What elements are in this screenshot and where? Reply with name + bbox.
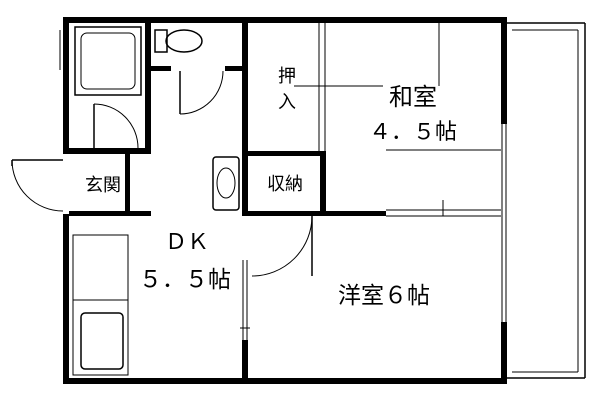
room-youshitsu-name: 洋室６帖 (338, 283, 430, 309)
room-genkan-name: 玄関 (85, 175, 121, 196)
sink-icon (212, 156, 240, 211)
room-dk-size: ５．５帖 (139, 267, 231, 293)
interior-walls (69, 23, 386, 378)
room-labels: 和室 ４．５帖 洋室６帖 ＤＫ ５．５帖 押 入 収納 玄関 (85, 66, 457, 309)
toilet-icon (154, 29, 203, 53)
room-washitsu-name: 和室 (389, 83, 437, 111)
room-oshiire-char-2: 入 (278, 92, 296, 113)
room-oshiire-char-1: 押 (278, 66, 296, 87)
room-shuunou-name: 収納 (267, 174, 303, 195)
outer-walls (59, 17, 507, 384)
room-washitsu-size: ４．５帖 (369, 120, 457, 145)
fixtures (72, 26, 240, 376)
balcony (507, 22, 586, 379)
sliding-doors (240, 23, 501, 340)
room-dk-name: ＤＫ (165, 230, 209, 255)
door-swings (11, 70, 313, 277)
